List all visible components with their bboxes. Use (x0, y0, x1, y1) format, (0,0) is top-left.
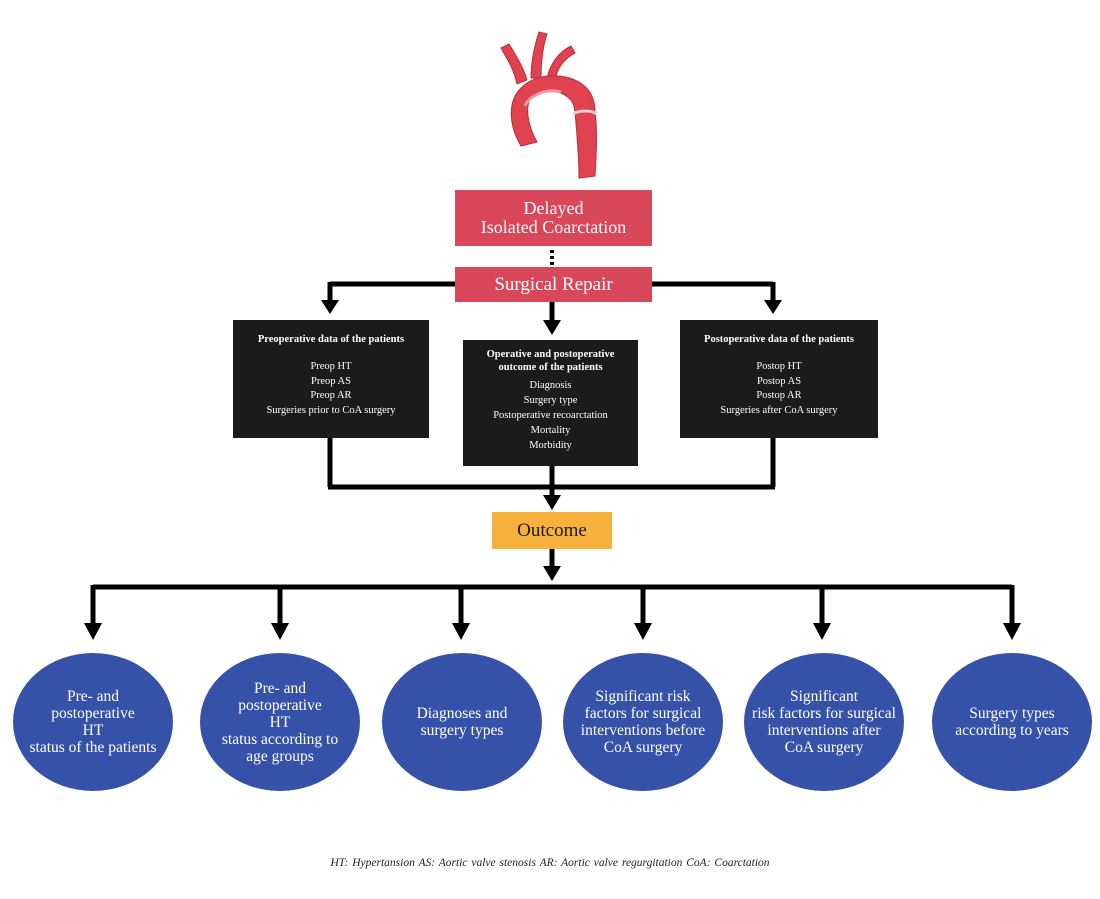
op-heading-line1: Operative and postoperative (486, 349, 615, 360)
preop-item: Surgeries prior to CoA surgery (266, 404, 396, 416)
arrowhead (813, 623, 831, 640)
arrowhead (764, 300, 782, 314)
op-item: Morbidity (529, 440, 572, 451)
op-item: Mortality (530, 425, 571, 436)
preop-item: Preop AS (311, 375, 351, 387)
circle-label: Diagnoses and surgery types (416, 705, 508, 739)
postop-heading: Postoperative data of the patients (704, 334, 854, 345)
outcome-circle-hypertension-status: Pre- and postoperative HT status of the … (13, 653, 173, 791)
delayed-line2: Isolated Coarctation (480, 217, 627, 237)
arrowhead (84, 623, 102, 640)
preop-heading: Preoperative data of the patients (257, 334, 405, 345)
preop-item: Preop AR (310, 390, 352, 401)
preoperative-data-box: Preoperative data of the patients Preop … (233, 320, 429, 438)
outcome-circle-diagnoses: Diagnoses and surgery types (382, 653, 542, 791)
arrowhead (543, 320, 561, 335)
postoperative-data-box: Postoperative data of the patients Posto… (680, 320, 878, 438)
arrowhead (271, 623, 289, 640)
outcome-box: Outcome (492, 512, 612, 549)
aorta-illustration-icon (500, 31, 598, 179)
outcome-circle-risk-before: Significant risk factors for surgical in… (563, 653, 723, 791)
outcome-circle-surgery-years: Surgery types according to years (932, 653, 1092, 791)
postop-item: Postop AR (756, 390, 802, 401)
delayed-line1: Delayed (523, 198, 584, 218)
circle-label: Pre- and postoperative HT status accordi… (221, 679, 339, 765)
op-item: Surgery type (523, 395, 578, 406)
outcome-circle-hypertension-age: Pre- and postoperative HT status accordi… (200, 653, 360, 791)
operative-outcome-box: Operative and postoperative outcome of t… (463, 340, 638, 466)
postop-item: Surgeries after CoA surgery (720, 404, 838, 416)
circle-label: Significant risk factors for surgical in… (752, 688, 896, 756)
outcome-circle-risk-after: Significant risk factors for surgical in… (744, 653, 904, 791)
delayed-coarctation-box: Delayed Isolated Coarctation (455, 190, 652, 246)
arrowhead (634, 623, 652, 640)
preop-item: Preop HT (310, 361, 352, 372)
op-item: Diagnosis (529, 380, 572, 391)
abbreviation-footnote: HT: Hypertansion AS: Aortic valve stenos… (330, 857, 770, 869)
circle-label: Significant risk factors for surgical in… (580, 688, 706, 756)
circle-label: Pre- and postoperative HT status of the … (29, 688, 157, 756)
arrowhead (321, 300, 339, 314)
arrowhead (543, 566, 561, 581)
op-heading-line2: outcome of the patients (498, 362, 603, 373)
postop-item: Postop HT (756, 361, 802, 372)
arrowhead (1003, 623, 1021, 640)
op-item: Postoperative recoarctation (493, 410, 608, 421)
arrowhead (543, 495, 561, 510)
surgical-repair-box: Surgical Repair (455, 267, 652, 302)
circle-label: Surgery types according to years (955, 705, 1069, 739)
postop-item: Postop AS (756, 375, 802, 387)
arrowhead (452, 623, 470, 640)
